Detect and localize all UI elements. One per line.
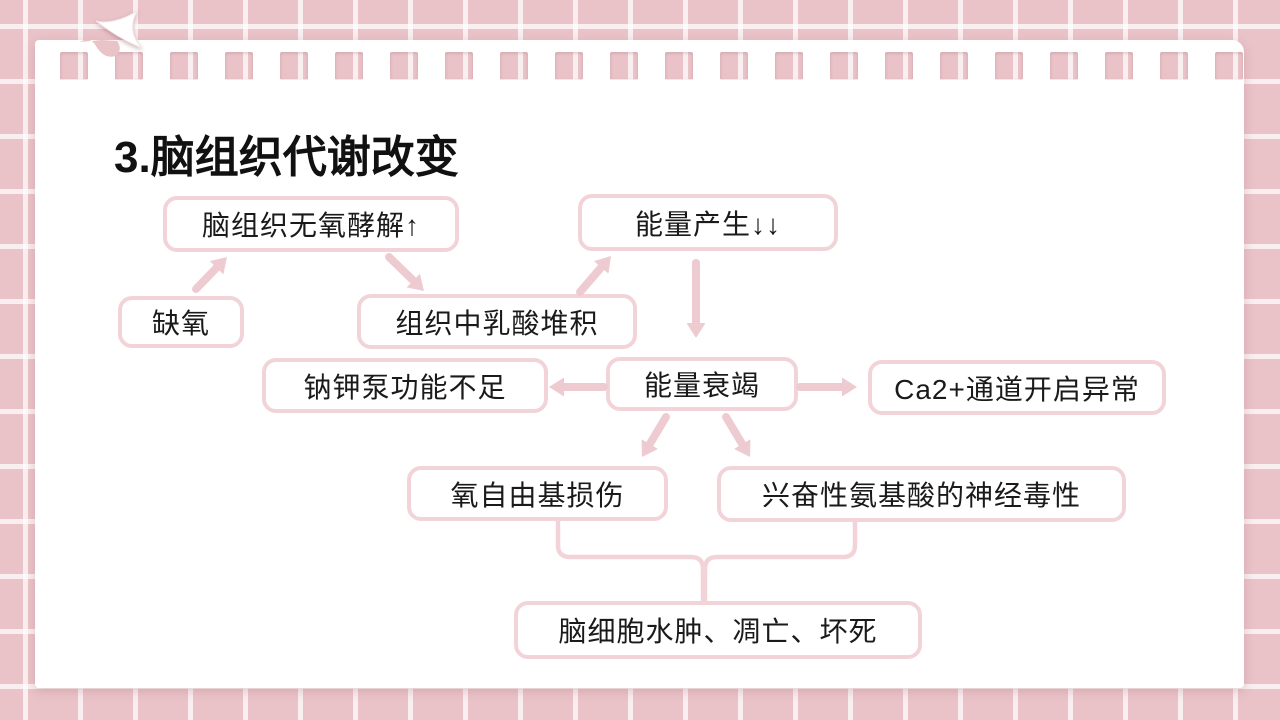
punched-hole xyxy=(500,52,528,80)
punched-hole xyxy=(885,52,913,80)
punched-hole xyxy=(335,52,363,80)
punched-hole xyxy=(830,52,858,80)
flow-node-na-k-pump: 钠钾泵功能不足 xyxy=(262,358,548,413)
punched-hole xyxy=(280,52,308,80)
flow-node-energy-failure: 能量衰竭 xyxy=(606,357,798,411)
notebook-page-card: 3.脑组织代谢改变 脑组织无氧酵解↑ 能量产生↓↓ 缺氧 组织中乳酸堆积钠钾泵功能不足… xyxy=(35,40,1244,688)
curl-swoosh-shape xyxy=(95,9,143,49)
punched-hole xyxy=(940,52,968,80)
punched-hole xyxy=(555,52,583,80)
film-strip-holes xyxy=(35,52,1244,80)
curl-notch-shape xyxy=(80,39,120,57)
flow-node-energy-production: 能量产生↓↓ xyxy=(578,194,838,251)
punched-hole xyxy=(1215,52,1243,80)
punched-hole xyxy=(170,52,198,80)
punched-hole xyxy=(665,52,693,80)
flow-node-lactate: 组织中乳酸堆积 xyxy=(357,294,637,349)
punched-hole xyxy=(775,52,803,80)
flow-node-hypoxia: 缺氧 xyxy=(118,296,244,348)
page-title: 3.脑组织代谢改变 xyxy=(114,133,459,183)
punched-hole xyxy=(390,52,418,80)
flow-node-ca-channel: Ca2+通道开启异常 xyxy=(868,360,1166,415)
flow-node-cell-death: 脑细胞水肿、凋亡、坏死 xyxy=(514,601,922,659)
flow-node-anaerobic: 脑组织无氧酵解↑ xyxy=(163,196,459,252)
flow-node-excitotoxicity: 兴奋性氨基酸的神经毒性 xyxy=(717,466,1126,522)
flow-node-free-radical: 氧自由基损伤 xyxy=(407,466,668,521)
punched-hole xyxy=(60,52,88,80)
punched-hole xyxy=(1050,52,1078,80)
punched-hole xyxy=(445,52,473,80)
punched-hole xyxy=(1105,52,1133,80)
punched-hole xyxy=(610,52,638,80)
page-curl-icon xyxy=(80,9,143,57)
punched-hole xyxy=(225,52,253,80)
punched-hole xyxy=(720,52,748,80)
punched-hole xyxy=(995,52,1023,80)
punched-hole xyxy=(115,52,143,80)
punched-hole xyxy=(1160,52,1188,80)
